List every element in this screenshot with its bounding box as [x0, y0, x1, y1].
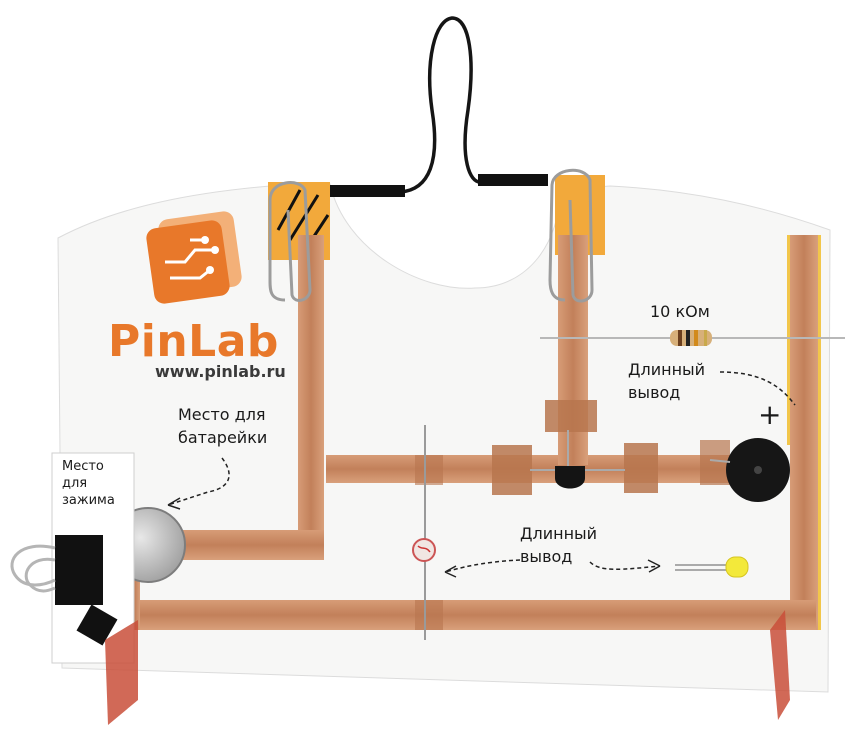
long-lead-label-1-line2: вывод [628, 383, 681, 402]
battery-label-line1: Место для [178, 405, 266, 424]
long-lead-label-1-line1: Длинный [628, 360, 706, 379]
clip-label-line3: зажима [62, 493, 115, 508]
transistor [555, 466, 585, 489]
copper-traces [130, 235, 818, 630]
card-board [57, 183, 831, 693]
photoresistor [412, 538, 436, 562]
wire-sleeve-right [478, 174, 548, 186]
pinlab-logo-icon [146, 211, 242, 304]
brand-url: www.pinlab.ru [155, 362, 286, 381]
led [725, 556, 749, 578]
long-lead-label-2-line1: Длинный [520, 524, 598, 543]
paper-clip-right [548, 168, 594, 303]
foot-right [770, 610, 790, 720]
foot-left [105, 620, 138, 725]
clip-label-line2: для [62, 476, 88, 491]
binder-clip [55, 535, 103, 605]
brand-name: PinLab [108, 316, 279, 367]
wire-loop [330, 16, 548, 194]
long-lead-label-2-line2: вывод [520, 547, 573, 566]
long-lead-arrow-1 [719, 371, 796, 406]
paper-clip-left [268, 181, 312, 302]
clip-label-line1: Место [62, 459, 104, 474]
battery-label-line2: батарейки [178, 428, 268, 447]
wire-sleeve-left [325, 185, 405, 197]
plus-sign: + [758, 398, 782, 431]
resistor-label: 10 кОм [650, 302, 710, 321]
long-lead-arrow-2 [444, 559, 521, 573]
long-lead-arrow-3 [589, 561, 661, 571]
